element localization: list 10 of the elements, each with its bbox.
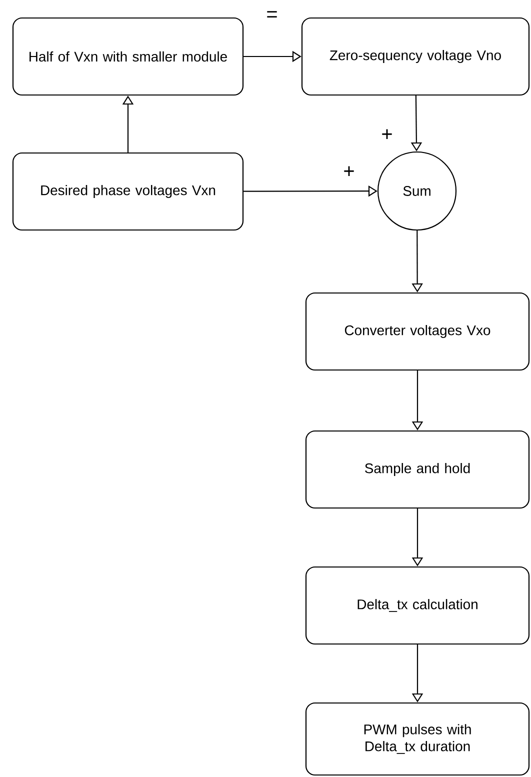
edge-label: + xyxy=(342,165,356,179)
process-box: Sample and hold xyxy=(305,430,530,509)
process-box: Delta_tx calculation xyxy=(305,566,530,645)
process-box: Zero-sequency voltage Vno xyxy=(301,17,530,96)
process-box: Converter voltages Vxo xyxy=(305,292,530,371)
process-box: PWM pulses with Delta_tx duration xyxy=(305,702,530,776)
edge-label: = xyxy=(265,10,279,22)
process-box: Desired phase voltages Vxn xyxy=(12,152,244,231)
edge-label: + xyxy=(380,128,394,142)
process-box: Half of Vxn with smaller module xyxy=(12,17,244,96)
